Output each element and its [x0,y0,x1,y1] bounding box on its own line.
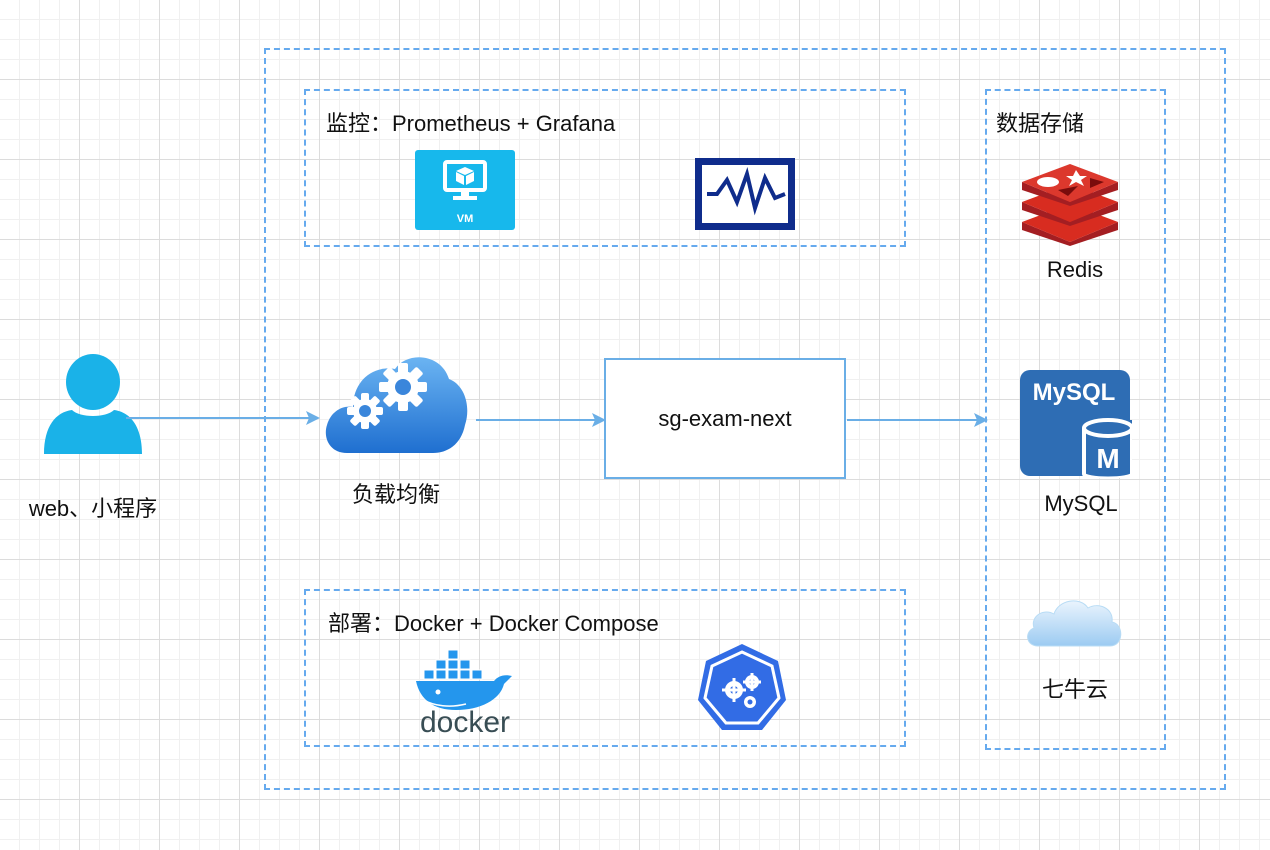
mysql-logo-letter: M [1096,443,1119,474]
vm-icon: VM [415,150,515,230]
docker-wordmark: docker [420,706,510,734]
user-icon [44,354,142,454]
redis-label: Redis [1046,257,1104,282]
monitor-chart-icon [695,158,795,230]
service-node[interactable]: sg-exam-next [604,358,846,479]
load-balancer-icon [323,347,469,455]
mysql-label: MySQL [1044,491,1118,516]
storage-title: 数据存储 [996,111,1085,136]
kubernetes-icon [694,642,790,732]
redis-icon [1018,160,1122,246]
mysql-icon: MySQL M [1020,370,1132,478]
mysql-logo-text: MySQL [1033,379,1116,406]
vm-badge: VM [457,213,474,225]
qiniu-cloud-icon [1024,592,1124,652]
qiniu-label: 七牛云 [1041,677,1108,702]
service-label: sg-exam-next [658,405,792,431]
load-balancer-label: 负载均衡 [351,482,440,507]
system-boundary [264,48,1226,790]
deployment-group [304,589,906,747]
monitoring-title: 监控：Prometheus + Grafana [326,111,616,136]
monitoring-group [304,89,906,247]
deployment-title: 部署：Docker + Docker Compose [328,611,659,636]
client-label: web、小程序 [28,496,158,521]
docker-icon: docker [410,648,520,734]
